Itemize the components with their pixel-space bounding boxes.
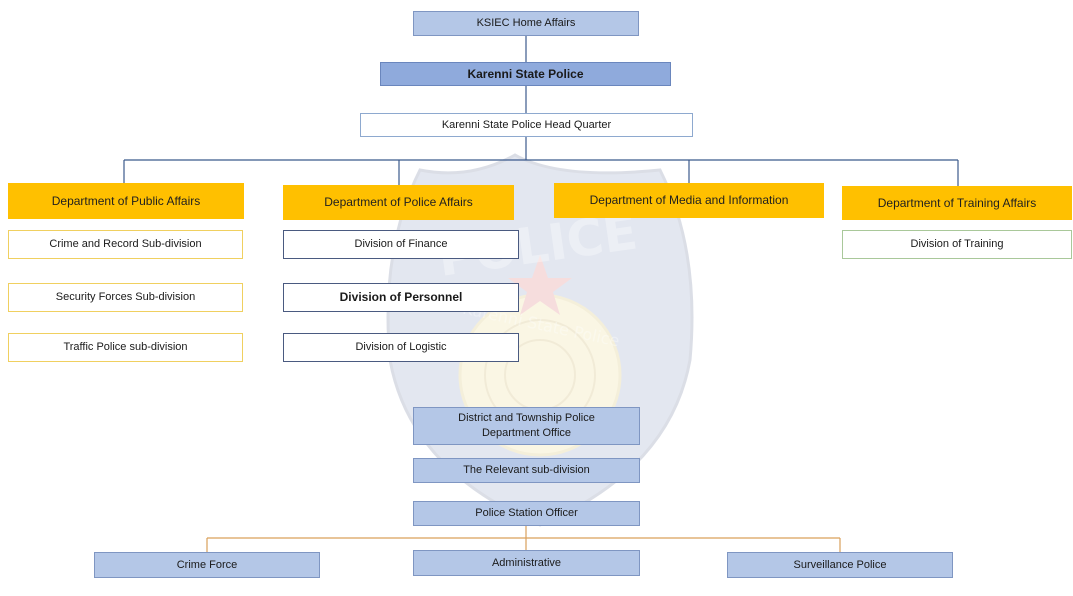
- upper-connectors: [123, 36, 959, 186]
- bottom-unit: Surveillance Police: [727, 552, 953, 578]
- district-office-box: District and Township Police Department …: [413, 407, 640, 445]
- dept-media-information: Department of Media and Information: [554, 183, 824, 218]
- public-affairs-item: Traffic Police sub-division: [8, 333, 243, 362]
- public-affairs-item: Security Forces Sub-division: [8, 283, 243, 312]
- karenni-state-police-box: Karenni State Police: [380, 62, 671, 86]
- dept-public-affairs: Department of Public Affairs: [8, 183, 244, 219]
- ksiec-home-affairs-box: KSIEC Home Affairs: [413, 11, 639, 36]
- dept-training-affairs: Department of Training Affairs: [842, 186, 1072, 220]
- dept-police-affairs: Department of Police Affairs: [283, 185, 514, 220]
- public-affairs-item: Crime and Record Sub-division: [8, 230, 243, 259]
- lower-connectors: [206, 526, 841, 552]
- police-affairs-item: Division of Logistic: [283, 333, 519, 362]
- head-quarter-box: Karenni State Police Head Quarter: [360, 113, 693, 137]
- station-officer-box: Police Station Officer: [413, 501, 640, 526]
- police-affairs-item: Division of Finance: [283, 230, 519, 259]
- bottom-unit: Crime Force: [94, 552, 320, 578]
- relevant-subdivision-box: The Relevant sub-division: [413, 458, 640, 483]
- bottom-unit: Administrative: [413, 550, 640, 576]
- police-affairs-item: Division of Personnel: [283, 283, 519, 312]
- training-item: Division of Training: [842, 230, 1072, 259]
